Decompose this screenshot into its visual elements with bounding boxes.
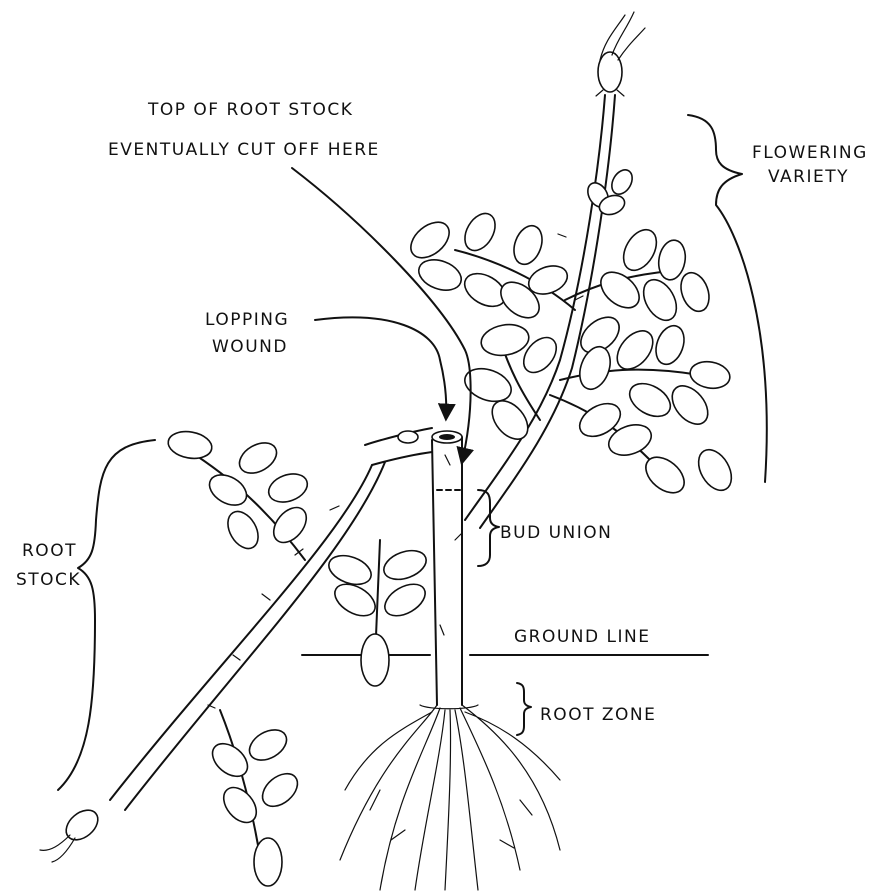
root-zone-brace bbox=[517, 683, 531, 735]
root-system bbox=[340, 705, 560, 890]
top-cut-arrow bbox=[292, 168, 471, 462]
flowering-variety bbox=[404, 12, 738, 528]
label-root-stock-line1: ROOT bbox=[22, 541, 77, 561]
label-lopping-line1: LOPPING bbox=[205, 310, 289, 330]
label-root-zone: ROOT ZONE bbox=[540, 705, 656, 725]
label-flowering-line1: FLOWERING bbox=[752, 143, 868, 163]
root-stock-leaf-middle bbox=[325, 540, 431, 686]
label-flowering-line2: VARIETY bbox=[768, 167, 849, 187]
root-stock-trunk bbox=[432, 431, 462, 705]
label-bud-union: BUD UNION bbox=[500, 523, 612, 543]
root-stock-leaf-upper bbox=[166, 428, 313, 560]
label-lopping-line2: WOUND bbox=[212, 337, 288, 357]
lopping-arrow bbox=[315, 317, 446, 418]
root-stock-leaf-lower bbox=[206, 710, 303, 886]
label-top-cut-line2: EVENTUALLY CUT OFF HERE bbox=[108, 140, 380, 160]
label-top-cut-line1: TOP OF ROOT STOCK bbox=[147, 100, 353, 120]
label-root-stock-line2: STOCK bbox=[16, 570, 81, 590]
root-stock-brace bbox=[58, 440, 155, 790]
label-ground-line: GROUND LINE bbox=[514, 627, 650, 647]
